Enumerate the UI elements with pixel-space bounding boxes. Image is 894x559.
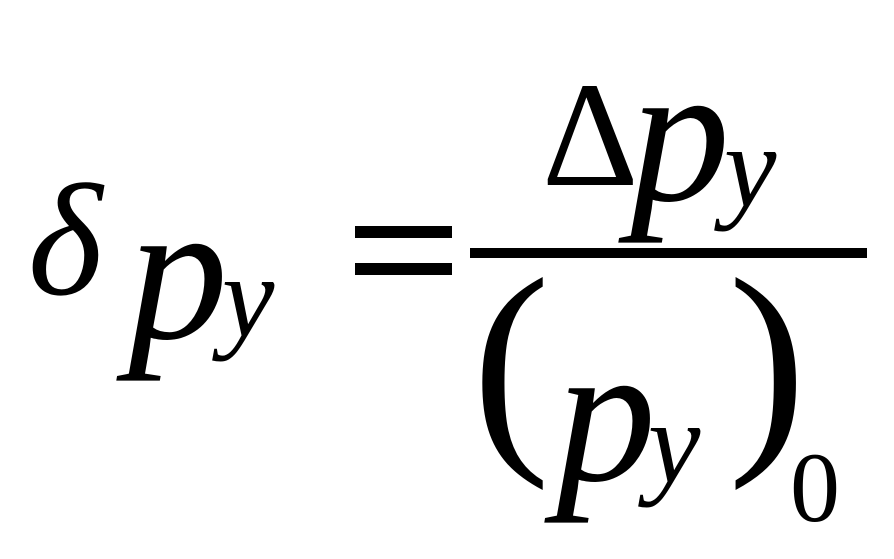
numerator-subscript-y: y — [724, 101, 777, 232]
denominator-close-paren: ) — [728, 231, 807, 491]
numerator-delta-symbol: Δ — [542, 52, 639, 218]
lhs-delta-symbol: δ — [28, 151, 103, 329]
fraction-bar — [470, 248, 867, 258]
denominator-outer-subscript-zero: 0 — [790, 432, 840, 543]
denominator-variable-p: p — [556, 303, 656, 524]
denominator-subscript-y: y — [648, 377, 701, 508]
denominator-open-paren: ( — [472, 231, 551, 491]
equals-sign-top-bar — [355, 226, 452, 238]
lhs-variable-p: p — [128, 161, 228, 382]
numerator-variable-p: p — [630, 23, 730, 244]
equals-sign-bottom-bar — [355, 263, 452, 275]
lhs-subscript-y: y — [222, 231, 275, 362]
